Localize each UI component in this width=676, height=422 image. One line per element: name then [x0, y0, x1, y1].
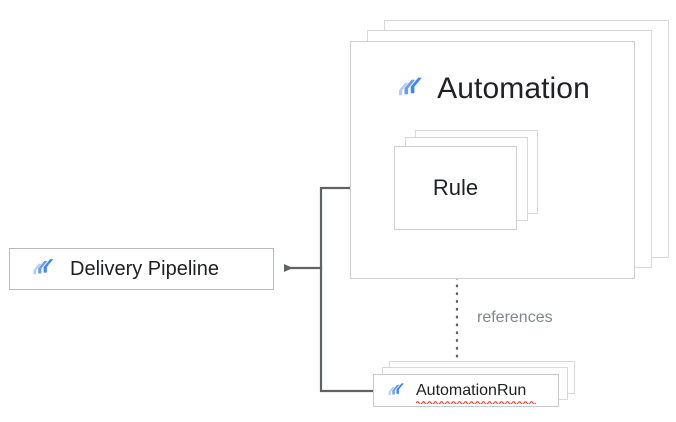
google-cloud-deploy-icon [386, 381, 406, 401]
edge-label-references: references [477, 309, 553, 326]
google-cloud-deploy-icon [30, 256, 56, 282]
automation-run-label-wrap: AutomationRun [416, 381, 536, 404]
automation-run-label: AutomationRun [416, 381, 527, 399]
rule-node[interactable]: Rule [394, 146, 517, 230]
automation-node[interactable]: Automation Rule [350, 41, 635, 279]
automation-label: Automation [437, 72, 590, 105]
automation-title-row: Automation [351, 74, 634, 104]
spellcheck-squiggle-icon [416, 400, 536, 404]
edge-run-to-pipeline [319, 266, 375, 393]
delivery-pipeline-node[interactable]: Delivery Pipeline [9, 248, 274, 290]
rule-label: Rule [432, 175, 479, 200]
automation-run-node[interactable]: AutomationRun [373, 374, 559, 407]
delivery-pipeline-label: Delivery Pipeline [70, 257, 219, 280]
google-cloud-deploy-icon [395, 74, 425, 104]
